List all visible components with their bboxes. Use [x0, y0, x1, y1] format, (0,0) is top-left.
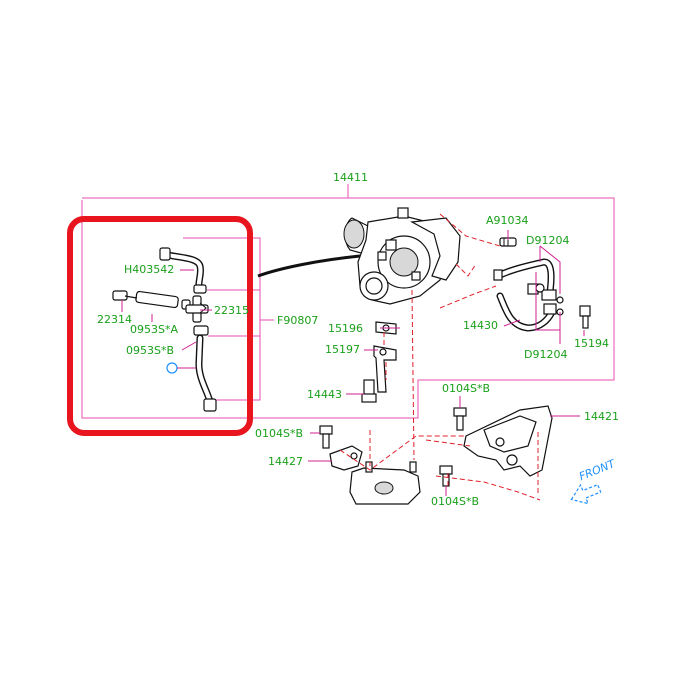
straight-hose-22314[interactable]	[112, 290, 191, 310]
label-F90807: F90807	[277, 314, 318, 327]
label-0104SB-top: 0104S*B	[442, 382, 490, 395]
bolt-0104S-bottom[interactable]	[439, 465, 453, 487]
oil-pipe-14430[interactable]	[493, 258, 564, 332]
label-0104SB-left: 0104S*B	[255, 427, 303, 440]
upper-hose[interactable]	[159, 247, 207, 294]
label-0953SB: 0953S*B	[126, 344, 174, 357]
front-label: FRONT	[577, 457, 618, 484]
label-0953SA: 0953S*A	[130, 323, 178, 336]
bolt-0104S-top[interactable]	[453, 407, 467, 431]
label-D91204-top: D91204	[526, 234, 569, 247]
label-22314: 22314	[97, 313, 132, 326]
label-15196: 15196	[328, 322, 363, 335]
label-22315: 22315	[214, 304, 249, 317]
label-14430: 14430	[463, 319, 498, 332]
label-14421: 14421	[584, 410, 619, 423]
manifold-flange[interactable]	[349, 461, 421, 505]
label-A91034: A91034	[486, 214, 529, 227]
assembly-bracket-14411	[81, 184, 615, 419]
union-bolt-15194[interactable]	[579, 305, 591, 329]
boost-line	[257, 254, 361, 278]
label-15194: 15194	[574, 337, 609, 350]
highlight-frame	[67, 216, 253, 436]
stud-bolt-14443[interactable]	[361, 379, 377, 403]
label-D91204-bottom: D91204	[524, 348, 567, 361]
lower-hose[interactable]	[193, 325, 217, 412]
label-H403542: H403542	[124, 263, 174, 276]
bracket-14427[interactable]	[329, 445, 363, 471]
label-15197: 15197	[325, 343, 360, 356]
label-14411: 14411	[333, 171, 368, 184]
tee-fitting-22315[interactable]	[185, 295, 209, 323]
label-14443: 14443	[307, 388, 342, 401]
leader-lines	[121, 230, 585, 496]
turbocharger[interactable]	[343, 207, 461, 305]
label-0104SB-bottom: 0104S*B	[431, 495, 479, 508]
pipe-15197[interactable]	[373, 345, 397, 393]
bracket-14421[interactable]	[463, 405, 553, 477]
label-14427: 14427	[268, 455, 303, 468]
part-labels: 14411 A91034 D91204 H403542 22314 22315 …	[97, 171, 619, 508]
alignment-lines	[339, 213, 541, 501]
clamp-ring-marker	[166, 362, 178, 374]
front-arrow-icon: FRONT	[570, 457, 618, 505]
bolt-0104S-left[interactable]	[319, 425, 333, 449]
